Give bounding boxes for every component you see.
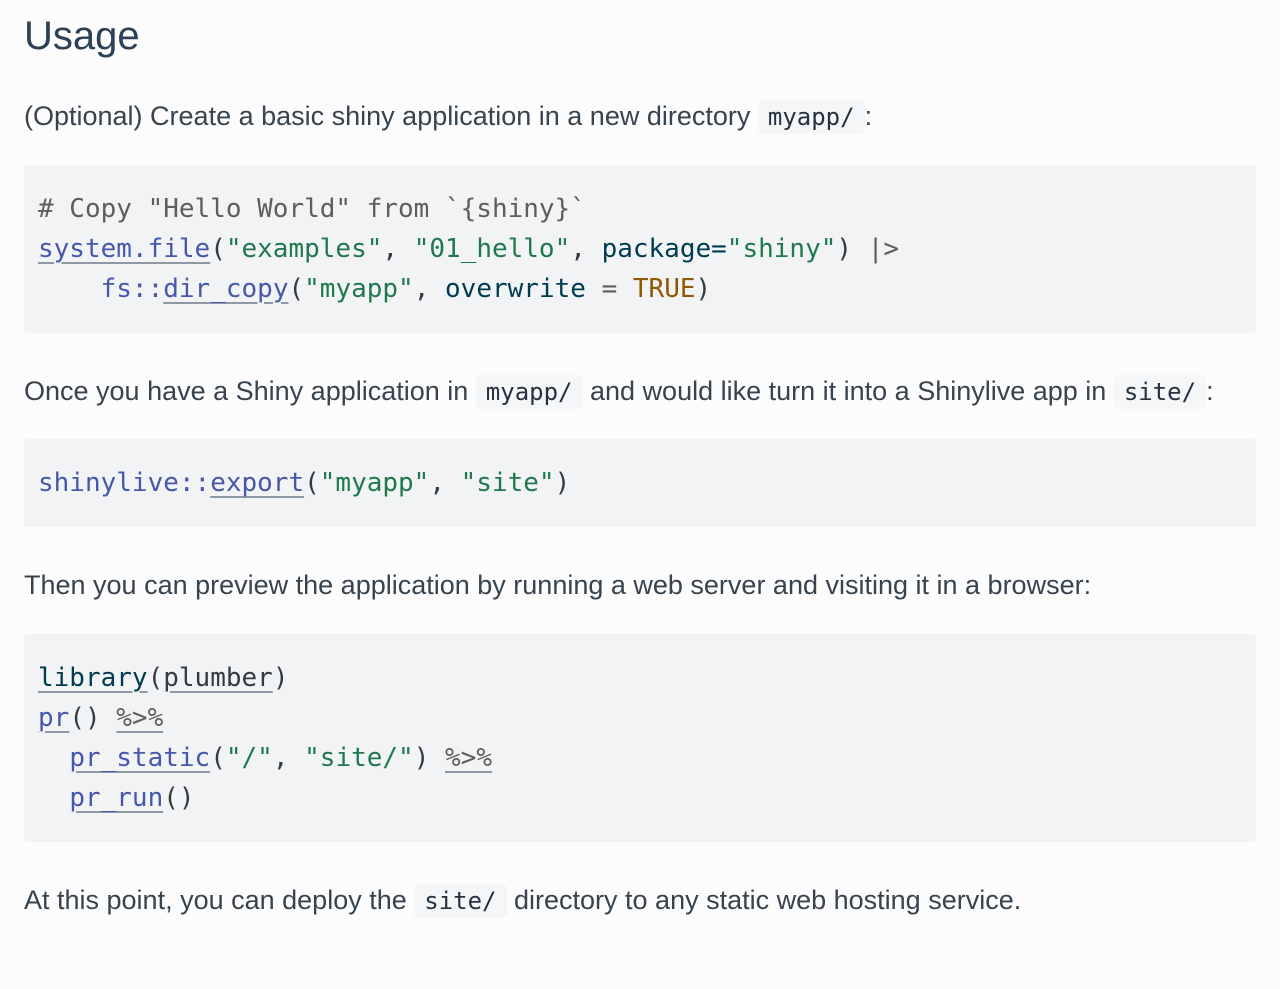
code-token: ( <box>147 662 164 693</box>
code-token: , <box>413 273 446 304</box>
code-link[interactable]: library <box>38 662 148 693</box>
code-token: "/" <box>225 742 273 773</box>
code-token: # Copy "Hello World" from `{shiny}` <box>38 193 586 224</box>
code-token: shinylive:: <box>38 468 211 499</box>
code-token: () <box>69 702 117 733</box>
code-token: "myapp" <box>319 468 430 499</box>
code-link[interactable]: plumber <box>163 662 273 693</box>
code-token <box>586 274 602 304</box>
code-token: ) <box>272 662 289 693</box>
inline-code: myapp/ <box>475 374 583 409</box>
paragraph: (Optional) Create a basic shiny applicat… <box>24 94 1256 139</box>
code-token: "myapp" <box>304 273 414 304</box>
paragraph: Once you have a Shiny application in mya… <box>24 369 1256 414</box>
code-link[interactable]: pr <box>38 702 70 733</box>
code-token: "examples" <box>225 233 383 264</box>
code-token: ( <box>210 233 226 264</box>
code-token: fs:: <box>100 273 164 304</box>
inline-code: myapp/ <box>757 100 865 134</box>
code-block: # Copy "Hello World" from `{shiny}` syst… <box>24 164 1256 333</box>
code-token <box>617 274 633 304</box>
code-link[interactable]: system.file <box>38 233 211 264</box>
code-token: "shiny" <box>726 233 837 264</box>
paragraph: Then you can preview the application by … <box>24 570 1092 601</box>
code-token: ) <box>836 233 868 264</box>
code-token <box>38 743 69 773</box>
code-token: ) <box>413 742 446 773</box>
code-token <box>38 274 101 304</box>
inline-code: site/ <box>414 883 507 918</box>
code-token: = <box>601 273 618 304</box>
code-token: , <box>429 468 461 499</box>
paragraph: At this point, you can deploy the site/ … <box>24 878 1256 923</box>
code-token: () <box>163 782 195 813</box>
code-token: overwrite <box>445 273 586 304</box>
code-token: "01_hello" <box>413 233 571 264</box>
code-link[interactable]: pr_static <box>69 742 211 773</box>
code-token: "site" <box>460 468 555 499</box>
code-content: library(plumber) pr() %>% pr_static("/",… <box>38 663 492 813</box>
code-token: , <box>570 233 602 264</box>
content-area: (Optional) Create a basic shiny applicat… <box>24 94 1256 922</box>
main-content: Usage (Optional) Create a basic shiny ap… <box>24 14 1256 922</box>
code-content: shinylive::export("myapp", "site") <box>38 468 570 498</box>
code-content: # Copy "Hello World" from `{shiny}` syst… <box>38 194 899 304</box>
code-link[interactable]: %>% <box>116 702 164 733</box>
code-token: ( <box>210 742 226 773</box>
code-link[interactable]: %>% <box>445 742 492 773</box>
code-token: ) <box>554 468 571 499</box>
code-token: ( <box>304 468 320 499</box>
code-token: |> <box>867 233 899 264</box>
code-block: library(plumber) pr() %>% pr_static("/",… <box>24 633 1256 842</box>
inline-code: site/ <box>1113 374 1207 409</box>
code-block: shinylive::export("myapp", "site") <box>24 439 1256 528</box>
code-token: , <box>382 233 414 264</box>
code-token: , <box>272 742 305 773</box>
code-token: "site/" <box>304 742 414 773</box>
code-link[interactable]: dir_copy <box>163 273 289 304</box>
code-link[interactable]: export <box>210 468 305 499</box>
code-token: ) <box>695 273 712 304</box>
code-link[interactable]: pr_run <box>69 782 164 813</box>
code-token <box>38 783 69 813</box>
code-token: package= <box>601 233 727 264</box>
page-title: Usage <box>24 14 140 58</box>
code-token: TRUE <box>632 273 696 304</box>
code-token: ( <box>288 273 305 304</box>
